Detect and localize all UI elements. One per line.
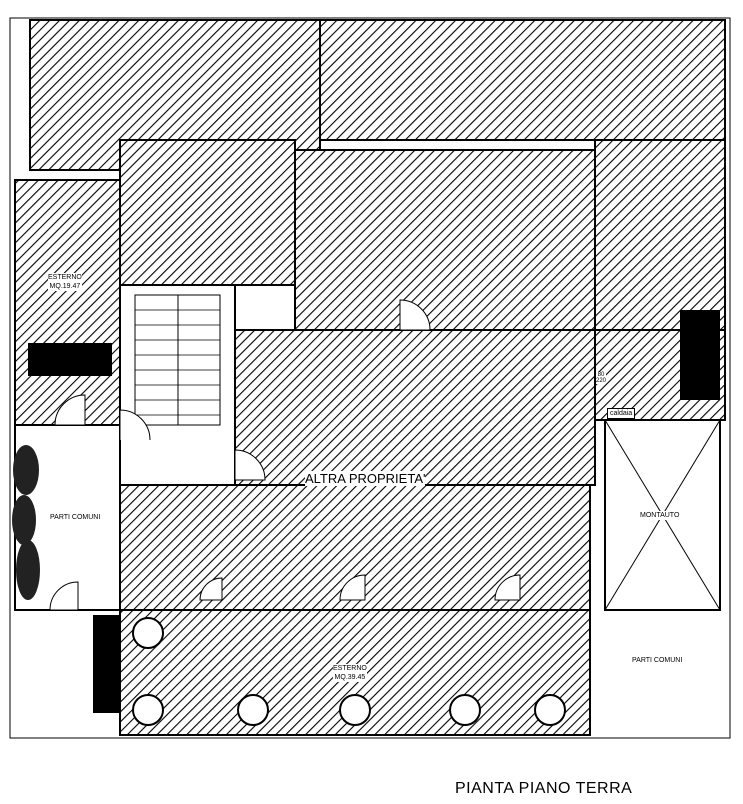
montauto-label: MONTAUTO (640, 511, 680, 520)
doors (49, 299, 521, 611)
esterno-top-name: ESTERNO (48, 274, 82, 281)
plan-title: PIANTA PIANO TERRA (455, 780, 633, 797)
parti-comuni-left-label: PARTI COMUNI (50, 513, 101, 522)
solid-blocks (28, 310, 720, 713)
esterno-top-area: MQ.19.47 (49, 283, 81, 290)
parti-comuni-right-label: PARTI COMUNI (632, 656, 683, 665)
hedge (12, 445, 40, 600)
trees (132, 617, 566, 726)
outer-boundary (9, 17, 731, 739)
stair-treads (135, 309, 220, 416)
esterno-bottom-name: ESTERNO (333, 665, 367, 672)
window-width: 80 (597, 372, 605, 378)
esterno-top-label: ESTERNO MQ.19.47 (48, 273, 82, 291)
window-height: 220 (596, 378, 607, 384)
caldaia-label: caldaia (607, 408, 636, 419)
altra-proprieta-label: ALTRA PROPRIETA' (305, 471, 426, 486)
esterno-bottom-area: MQ.39.45 (334, 674, 366, 681)
esterno-bottom-label: ESTERNO MQ.39.45 (333, 664, 367, 682)
